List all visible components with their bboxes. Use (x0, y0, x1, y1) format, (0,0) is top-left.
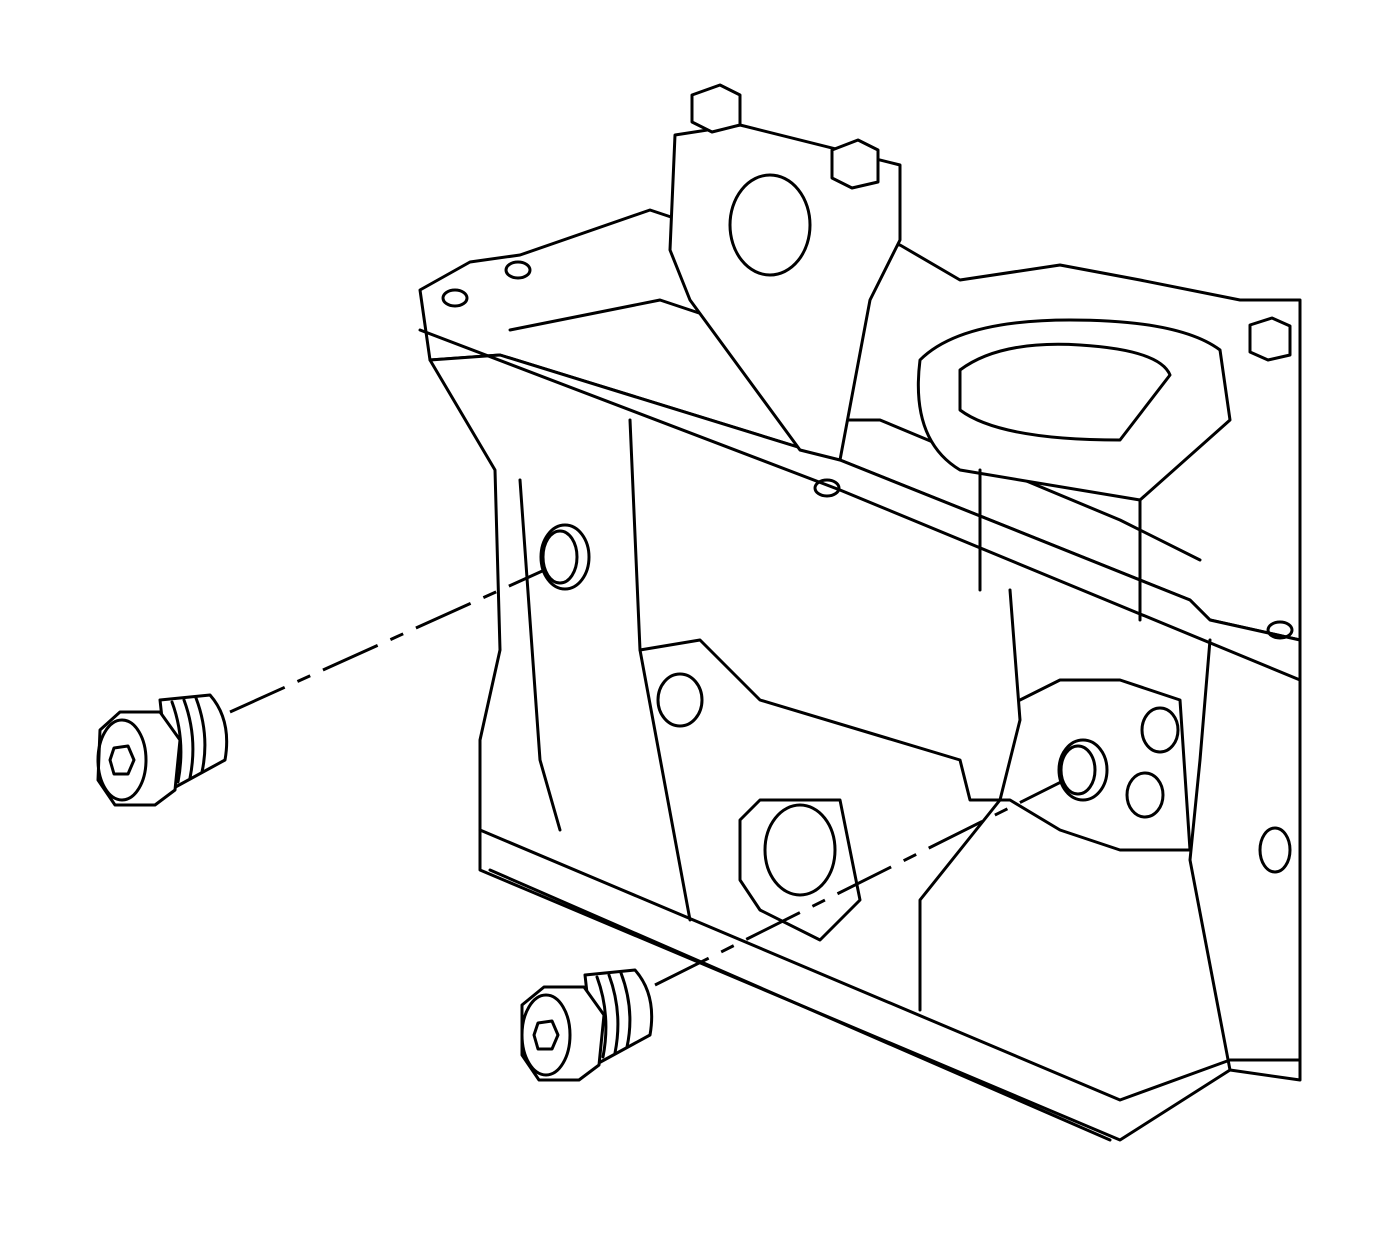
port-bore (958, 342, 1172, 442)
head-bottom-edge (488, 868, 1112, 1142)
flange-hole-2 (504, 260, 532, 280)
flange-hole-4 (1266, 620, 1294, 640)
leader-line-lower (654, 768, 1086, 987)
plug-hole-lower (1057, 738, 1109, 802)
plug-hole-lower-inner (1059, 744, 1097, 796)
flange-hole-3 (813, 478, 841, 498)
bearing-cap (668, 123, 902, 462)
plug-hole-upper-inner (541, 529, 579, 585)
hex-face (520, 993, 572, 1077)
port-neck (978, 468, 1142, 622)
flange-hole-1 (441, 288, 469, 308)
plug-upper (96, 693, 229, 807)
port-edge (738, 798, 862, 942)
thread-lines (595, 971, 632, 1059)
rib-1 (518, 478, 562, 832)
head-front-face (428, 353, 1302, 1142)
side-hole-1 (656, 672, 704, 728)
side-hole-3 (1125, 771, 1165, 819)
hex-socket-icon (532, 1019, 560, 1051)
center-pad (638, 638, 1192, 852)
cylinder-head (418, 83, 1302, 1142)
cap-bolt-1 (690, 83, 742, 134)
cap-bolt-3 (1248, 316, 1292, 362)
hex-face (96, 718, 148, 802)
camshaft-bore (728, 173, 812, 277)
leader-line-upper (229, 561, 561, 714)
head-bottom-rail (478, 828, 1302, 1102)
plug-hole-upper (539, 523, 591, 591)
plug-lower (520, 968, 654, 1082)
cap-bolt-2 (830, 138, 880, 190)
side-hole-4 (1258, 826, 1292, 874)
hex-socket-icon (108, 744, 136, 776)
port-opening (763, 803, 837, 897)
rib-4 (1188, 638, 1232, 1072)
side-hole-2 (1140, 706, 1180, 754)
cap-bolts (690, 83, 1292, 362)
